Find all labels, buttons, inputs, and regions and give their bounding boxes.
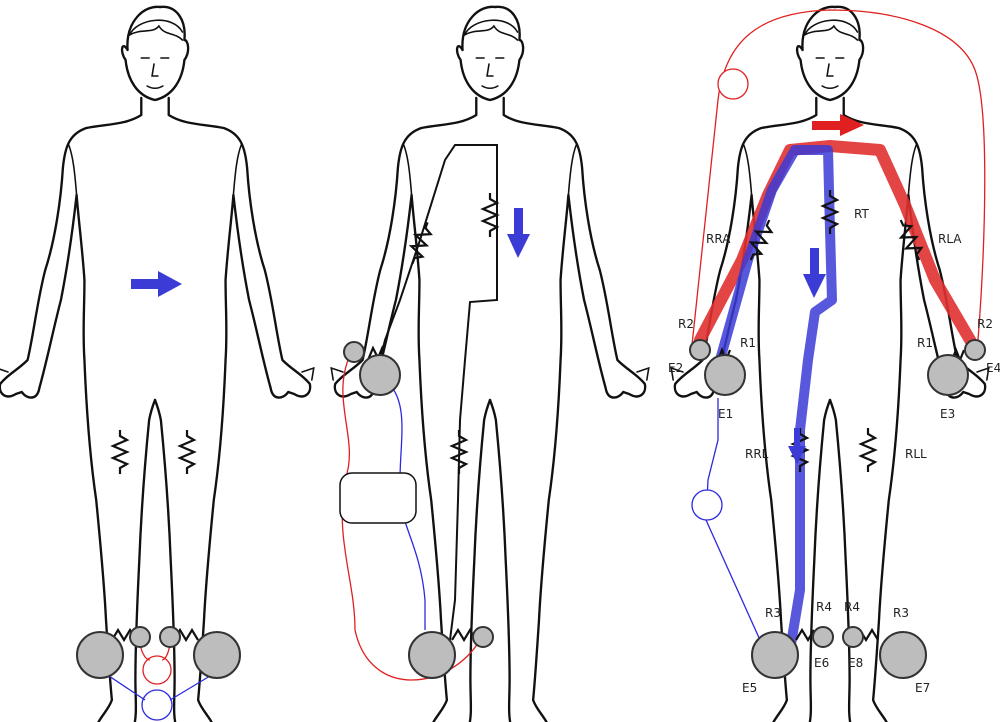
body-figure-1: [0, 7, 314, 722]
label-rll: RLL: [905, 447, 927, 461]
electrode-e4: [965, 340, 985, 360]
label-rla: RLA: [938, 232, 962, 246]
panel-2-hand-to-foot: [331, 7, 649, 722]
current-arrow-down: [507, 208, 530, 258]
electrode-e2: [690, 340, 710, 360]
label-r1-left: R1: [740, 336, 756, 350]
label-rrl: RRL: [745, 447, 769, 461]
electrode-right-foot-outer: [194, 632, 240, 678]
label-r3-right: R3: [893, 606, 909, 620]
label-r1-right: R1: [917, 336, 933, 350]
label-r3-left: R3: [765, 606, 781, 620]
label-r4-left: R4: [816, 600, 832, 614]
electrode-e7: [880, 632, 926, 678]
label-e8: E8: [848, 656, 863, 670]
current-arrow-down-3: [803, 248, 826, 298]
resistor-rll: [861, 428, 875, 472]
electrode-left-foot-outer: [77, 632, 123, 678]
current-arrow-right-3: [812, 114, 864, 136]
resistor-left-leg: [113, 430, 127, 474]
label-e5: E5: [742, 681, 757, 695]
ammeter-blue: [142, 690, 172, 720]
resistor-right-leg: [180, 430, 194, 474]
electrode-e3: [928, 355, 968, 395]
panel-3-eight-electrode: RRA RLA RT RRL RLL R2 R1 R1 R2 R3 R4 R4 …: [668, 7, 1000, 722]
label-e6: E6: [814, 656, 829, 670]
electrode-e1: [705, 355, 745, 395]
electrode-e8: [843, 627, 863, 647]
label-rra: RRA: [706, 232, 731, 246]
electrode-foot-outer: [409, 632, 455, 678]
blue-current-band: [720, 150, 832, 650]
label-e2: E2: [668, 361, 683, 375]
instrument-box: [340, 473, 416, 523]
electrode-hand-inner: [344, 342, 364, 362]
current-path-line: [380, 145, 497, 640]
blue-wire-1: [100, 670, 220, 700]
label-r4-right: R4: [844, 600, 860, 614]
voltmeter-red-3: [718, 69, 748, 99]
blue-wire-3: [706, 398, 760, 640]
label-e4: E4: [986, 361, 1000, 375]
voltmeter-red: [143, 656, 171, 684]
ammeter-blue-3: [692, 490, 722, 520]
electrode-e6: [813, 627, 833, 647]
electrode-foot-inner: [473, 627, 493, 647]
electrode-e5: [752, 632, 798, 678]
resistor-torso: [483, 193, 497, 237]
electrode-left-foot-inner: [130, 627, 150, 647]
electrode-hand-outer: [360, 355, 400, 395]
label-e1: E1: [718, 407, 733, 421]
label-e7: E7: [915, 681, 930, 695]
current-arrow-right: [131, 271, 182, 297]
label-r2-right: R2: [977, 317, 993, 331]
label-e3: E3: [940, 407, 955, 421]
electrode-right-foot-inner: [160, 627, 180, 647]
panel-1-leg-to-leg: [0, 7, 314, 722]
label-rt: RT: [854, 207, 869, 221]
label-r2-left: R2: [678, 317, 694, 331]
